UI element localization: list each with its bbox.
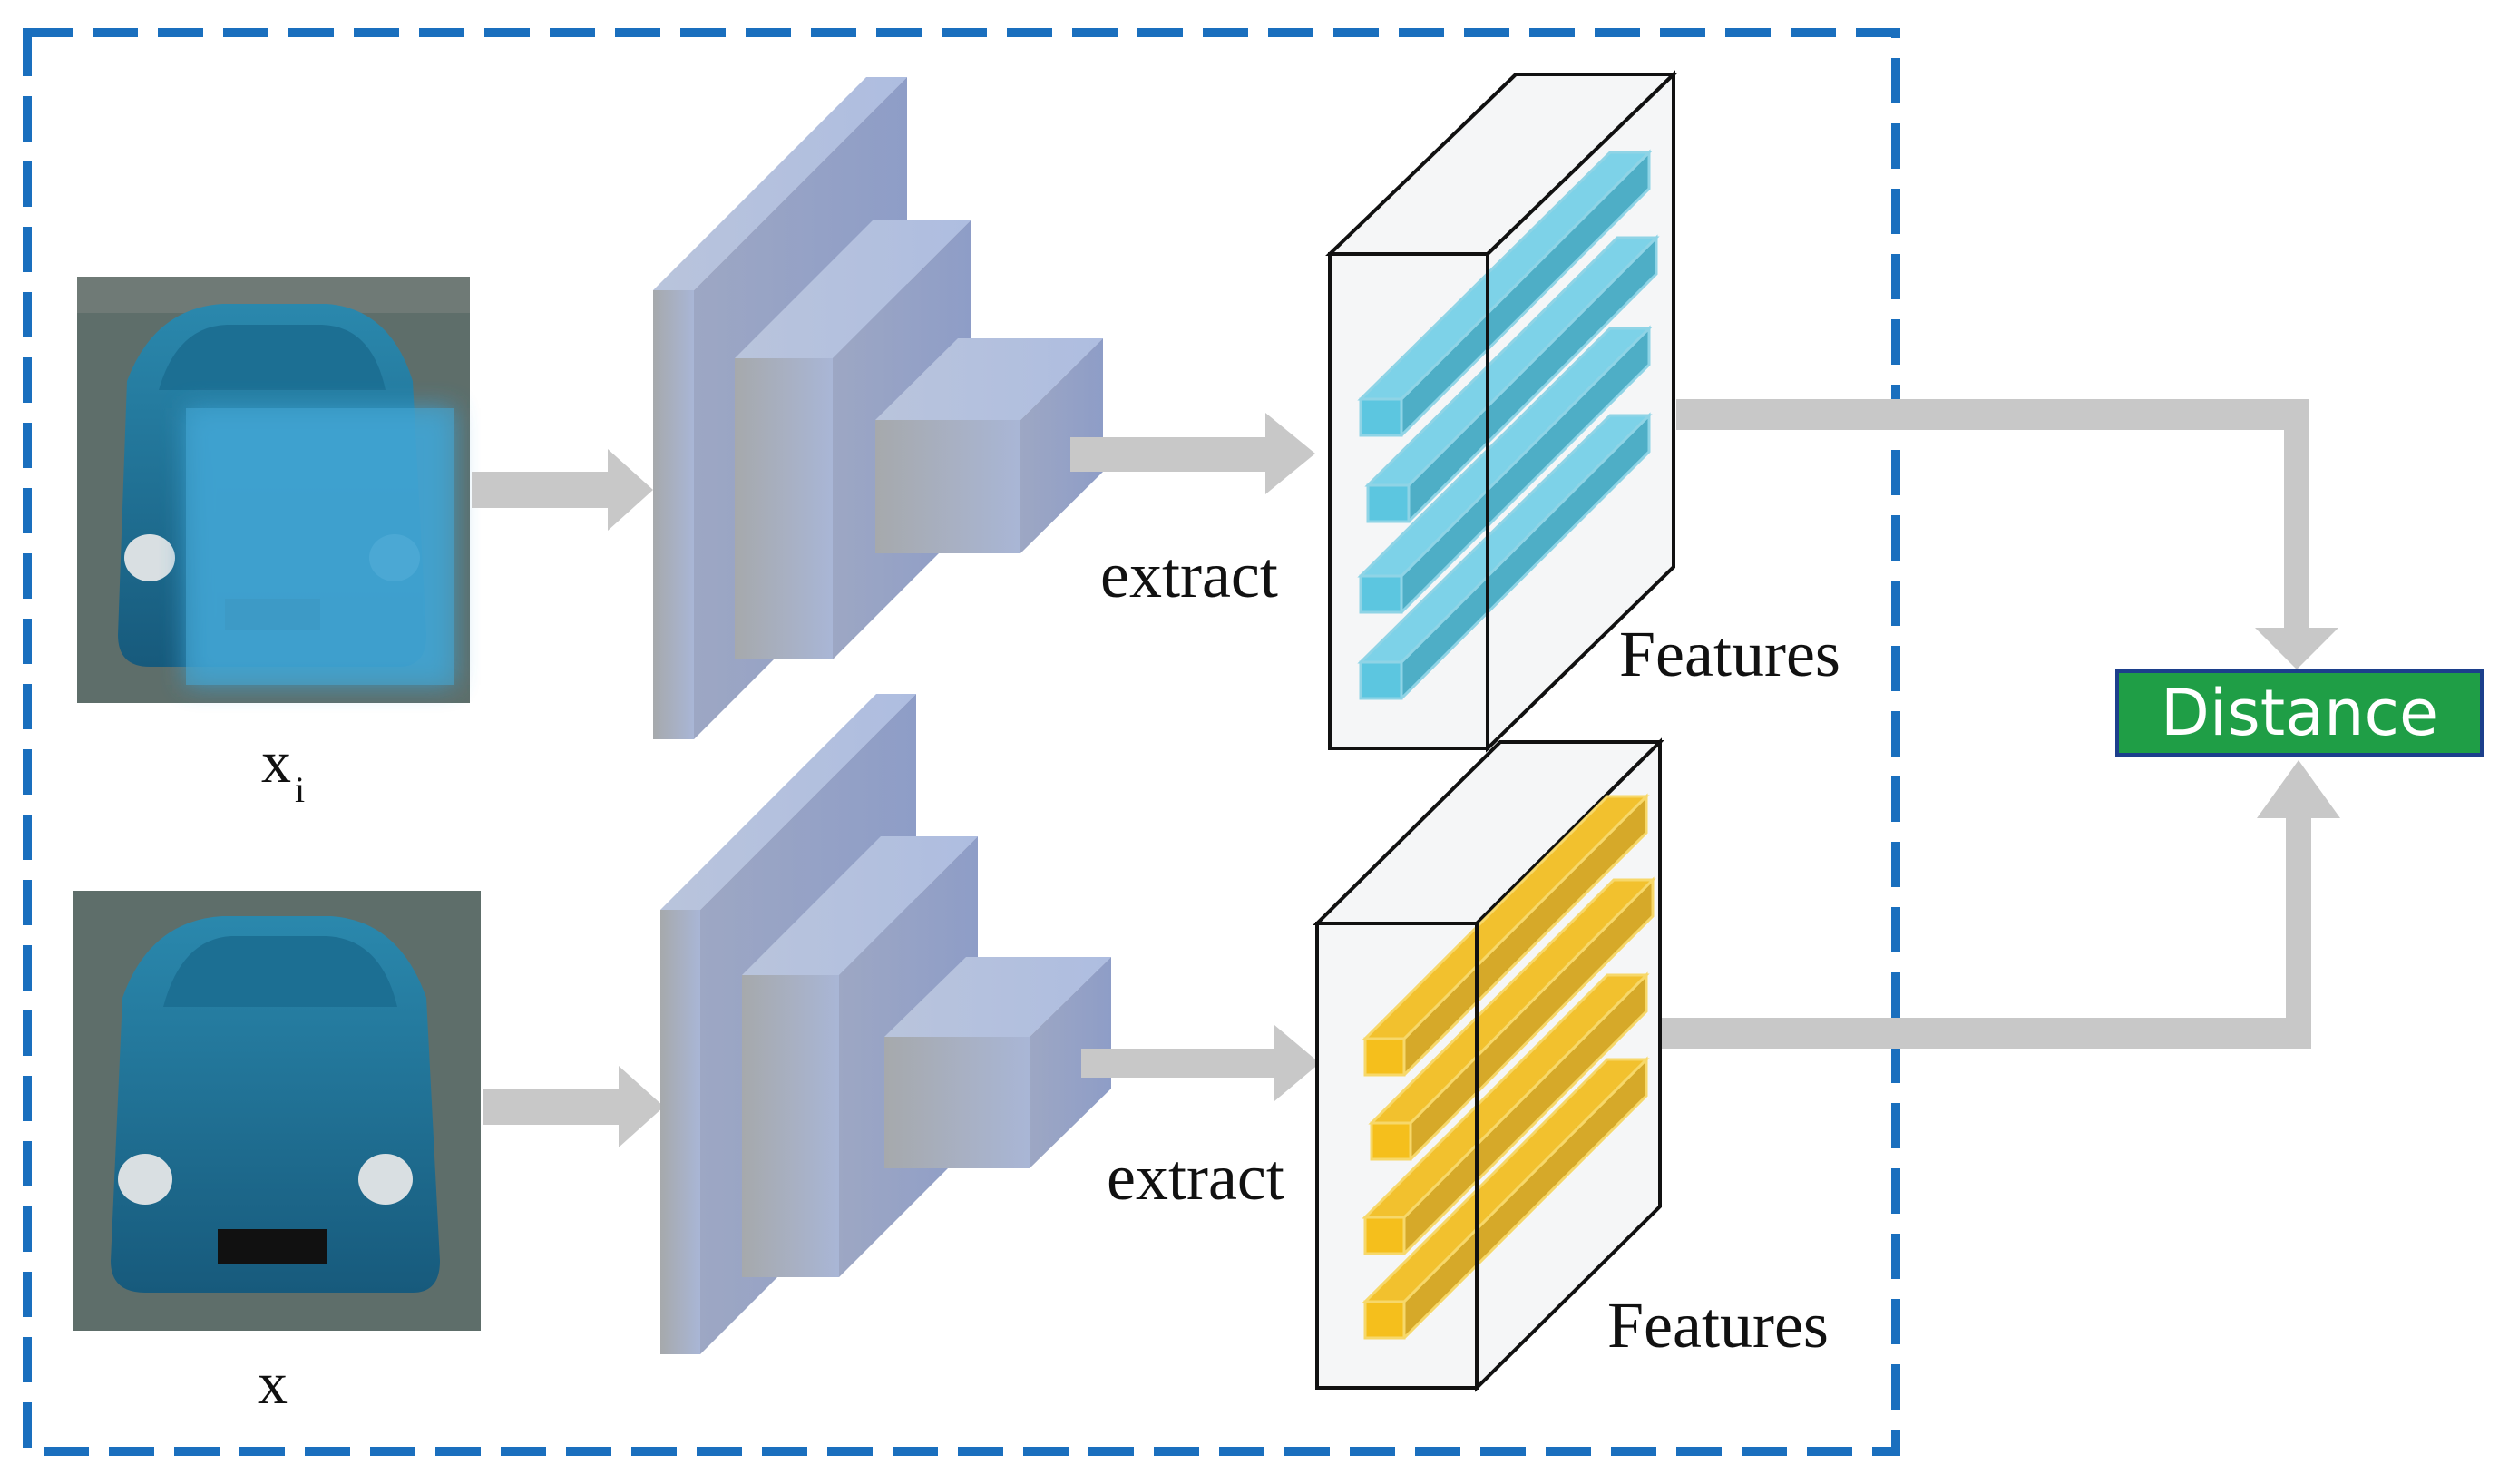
extract-label-bottom: extract (1107, 1141, 1284, 1214)
connector-bottom-to-distance (1662, 760, 2340, 1049)
cnn-layers-top (653, 77, 1103, 739)
distance-label: Distance (2160, 676, 2439, 750)
features-label-top: Features (1619, 618, 1840, 690)
car-image-bottom (73, 891, 481, 1331)
car-image-top (77, 277, 470, 703)
feature-cube-top (1325, 70, 1678, 753)
dashed-frame (23, 28, 1900, 1456)
cnn-layers-bottom (660, 694, 1111, 1354)
distance-box: Distance (2115, 669, 2484, 757)
arrow-image-to-cnn-bottom (483, 1066, 664, 1147)
arrow-image-to-cnn-top (472, 449, 653, 531)
feature-cube-bottom (1313, 737, 1664, 1392)
features-label-bottom: Features (1607, 1289, 1829, 1362)
arrow-cnn-to-features-top (1070, 413, 1315, 494)
image-label-bottom: x (258, 1351, 288, 1417)
extract-label-top: extract (1100, 539, 1278, 611)
arrow-cnn-to-features-bottom (1081, 1025, 1320, 1101)
image-label-top-main: x (261, 729, 291, 796)
image-label-top-subscript: i (295, 769, 306, 810)
connector-top-to-distance (1676, 399, 2338, 669)
